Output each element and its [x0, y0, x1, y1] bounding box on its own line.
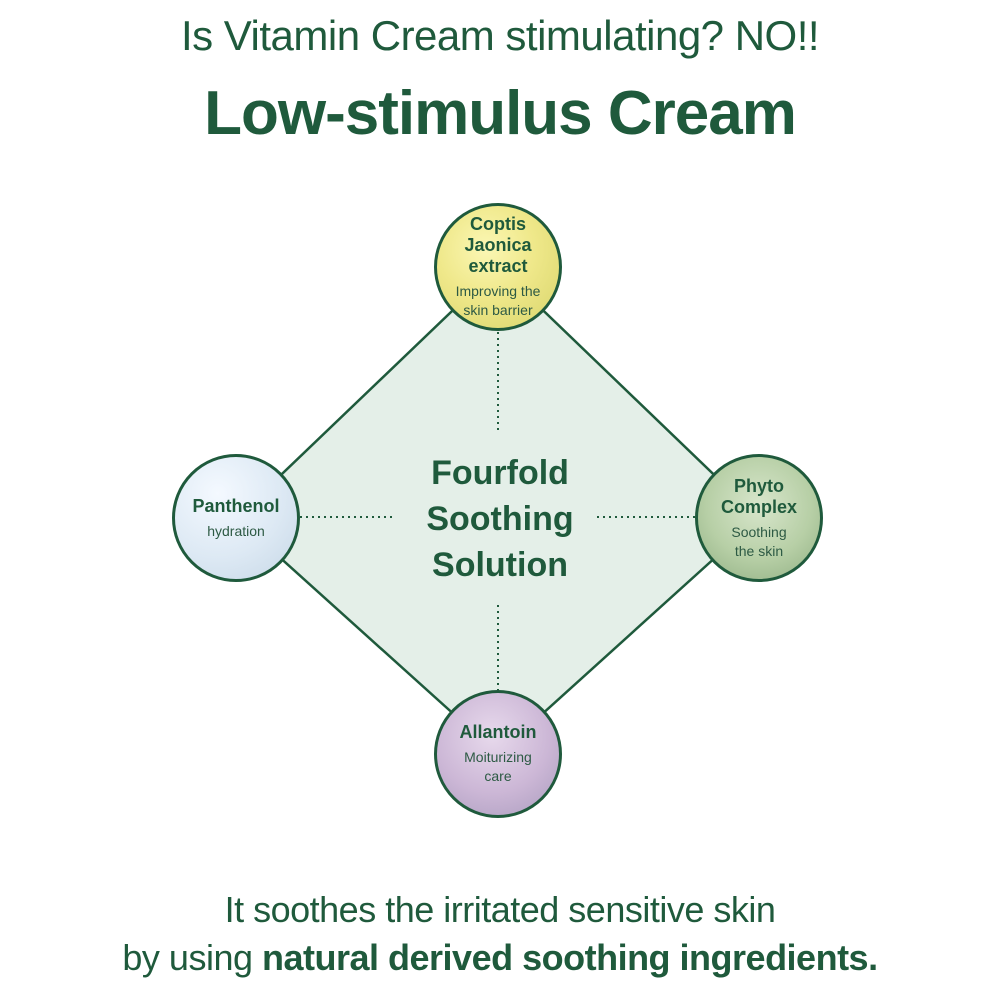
node-name: Phyto Complex	[721, 476, 797, 518]
center-line-1: Fourfold	[431, 454, 569, 492]
center-line-3: Solution	[432, 546, 568, 584]
node-description: hydration	[207, 522, 265, 541]
center-line-2: Soothing	[426, 500, 574, 538]
node-description: Improving the skin barrier	[456, 282, 541, 320]
footer-line-2: by using natural derived soothing ingred…	[0, 934, 1000, 982]
footer-line-2-prefix: by using	[122, 937, 262, 978]
node-panthenol: Panthenol hydration	[172, 454, 300, 582]
subtitle: Is Vitamin Cream stimulating? NO!!	[180, 12, 820, 59]
node-desc-line: hydration	[207, 522, 265, 539]
node-coptis-japonica: Coptis Jaonica extract Improving the ski…	[434, 203, 562, 331]
node-desc-line: Moiturizing	[464, 749, 532, 765]
node-name-line: Allantoin	[459, 722, 537, 742]
node-description: Soothing the skin	[731, 523, 786, 561]
node-name-line: extract	[468, 256, 528, 276]
node-desc-line: Improving the	[455, 283, 541, 299]
node-allantoin: Allantoin Moiturizing care	[434, 690, 562, 818]
node-name-line: Phyto	[733, 475, 784, 496]
node-desc-line: care	[484, 768, 512, 784]
node-desc-line: the skin	[734, 542, 784, 559]
footer-text: It soothes the irritated sensitive skin …	[0, 886, 1000, 982]
footer-line-1: It soothes the irritated sensitive skin	[224, 889, 776, 930]
node-name-line: Panthenol	[192, 495, 280, 516]
node-desc-line: skin barrier	[463, 302, 533, 318]
node-name: Coptis Jaonica extract	[464, 214, 531, 277]
center-label: Fourfold Soothing Solution	[390, 450, 610, 588]
node-name-line: Complex	[720, 496, 798, 517]
node-name-line: Jaonica	[464, 235, 532, 255]
node-description: Moiturizing care	[464, 748, 532, 786]
node-desc-line: Soothing	[731, 523, 787, 540]
footer-line-2-emphasis: natural derived soothing ingredients.	[262, 937, 878, 978]
node-name: Panthenol	[192, 496, 279, 517]
node-name: Allantoin	[460, 722, 537, 743]
node-name-line: Coptis	[469, 214, 526, 234]
page-title: Low-stimulus Cream	[204, 79, 797, 148]
node-phyto-complex: Phyto Complex Soothing the skin	[695, 454, 823, 582]
